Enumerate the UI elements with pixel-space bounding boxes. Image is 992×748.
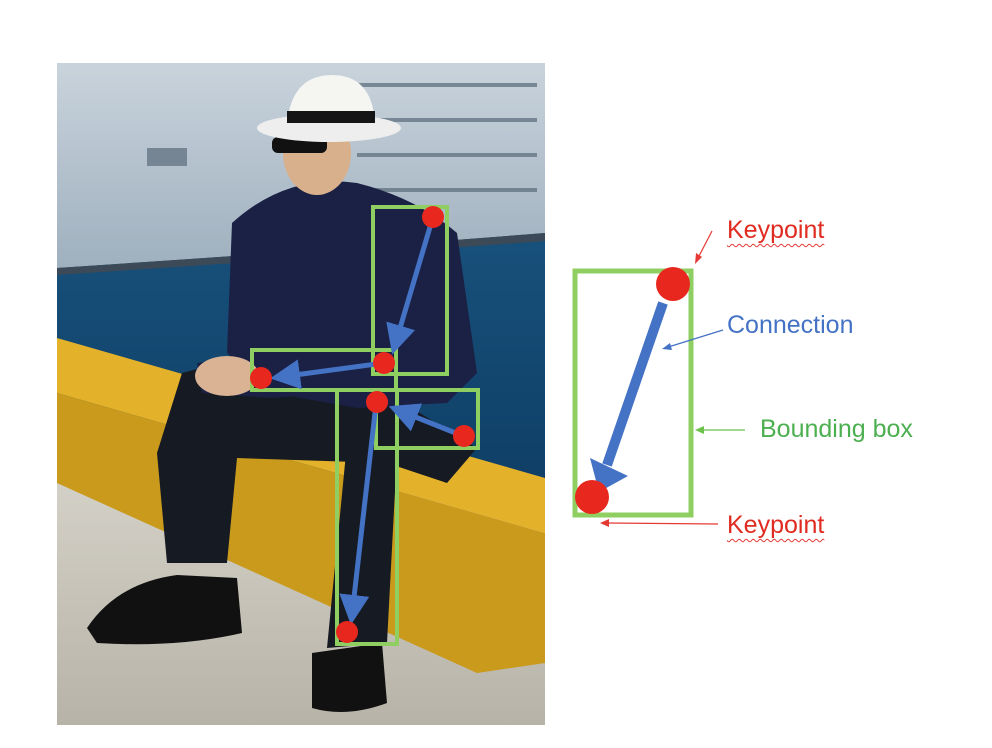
left-shoe <box>87 575 242 645</box>
bbox-lower-leg <box>335 388 399 646</box>
legend-connection <box>602 301 668 467</box>
keypoint-hip <box>453 425 475 447</box>
connection-knee-ankle <box>339 401 379 625</box>
connection-elbow-wrist <box>270 359 387 390</box>
hat-band <box>287 111 375 123</box>
bbox-upper-arm <box>371 205 449 376</box>
legend-label-connection: Connection <box>727 311 854 339</box>
legend-bounding-box <box>572 268 694 518</box>
legend-label-keypoint-top: Keypoint <box>727 216 825 244</box>
keypoint-elbow <box>373 352 395 374</box>
right-shoe <box>312 643 387 712</box>
keypoint-shoulder <box>422 206 444 228</box>
legend-keypoint-bottom <box>575 480 609 514</box>
legend-label-bounding-box: Bounding box <box>760 415 913 443</box>
keypoints <box>250 206 475 643</box>
keypoint-knee <box>366 391 388 413</box>
pointer-keypoint-bottom <box>605 522 719 525</box>
pointer-keypoint-top <box>697 230 713 259</box>
bbox-forearm <box>250 348 398 392</box>
hands <box>195 356 259 396</box>
legend-label-keypoint-bottom: Keypoint <box>727 511 825 539</box>
bounding-boxes <box>250 205 480 646</box>
legend-keypoint-top <box>656 267 690 301</box>
legend <box>572 230 745 527</box>
keypoint-ankle <box>336 621 358 643</box>
connection-hip-knee <box>388 403 466 439</box>
pointer-connection <box>664 329 724 349</box>
connections <box>270 214 466 625</box>
keypoint-wrist <box>250 367 272 389</box>
connection-shoulder-elbow <box>386 214 436 355</box>
